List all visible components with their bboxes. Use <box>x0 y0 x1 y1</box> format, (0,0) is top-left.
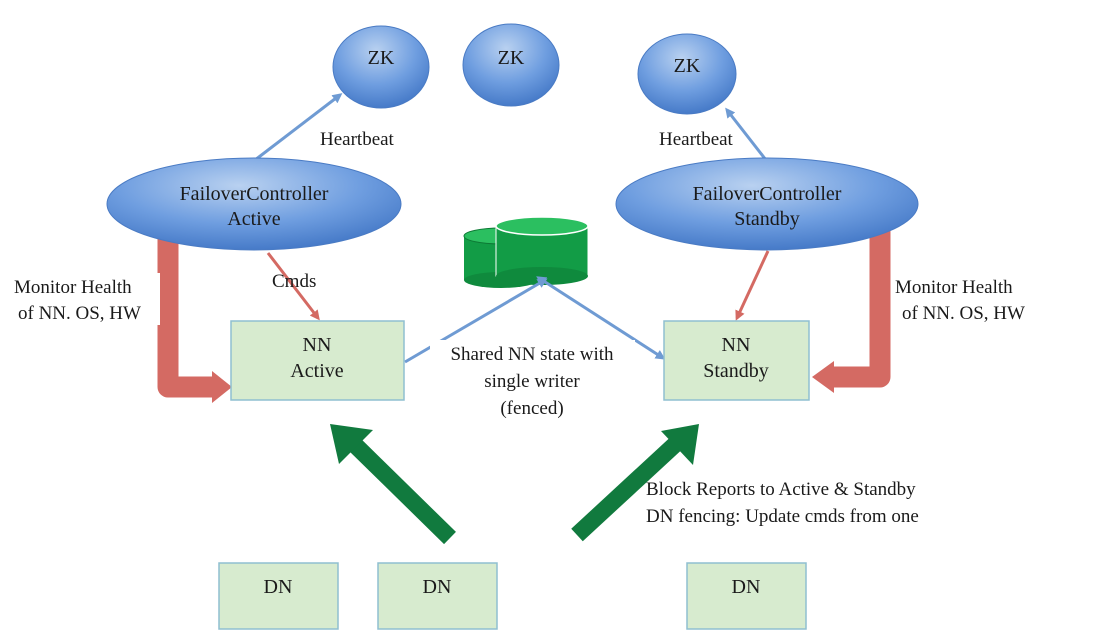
dn-box-2: DN <box>377 562 498 630</box>
dn-box-3: DN <box>686 562 807 630</box>
shared-state-line1: Shared NN state with <box>450 344 614 365</box>
monitor-health-label-right: Monitor Health of NN. OS, HW <box>895 277 1025 324</box>
monitor-health-right-line1: Monitor Health <box>895 277 1013 298</box>
dn-box-2-label: DN <box>423 576 452 598</box>
shared-state-arrow-active <box>404 278 548 364</box>
block-report-arrow-left <box>330 424 456 545</box>
cmds-arrow-standby <box>735 250 770 321</box>
monitor-health-arrowhead-right <box>812 361 834 393</box>
cmds-arrow-active <box>266 252 320 321</box>
zk-node-3-label: ZK <box>674 55 701 77</box>
failover-controller-active-line2: Active <box>227 208 280 230</box>
failover-controller-standby-line2: Standby <box>734 208 800 230</box>
cmds-label: Cmds <box>272 271 316 292</box>
nn-active-line2: Active <box>290 360 343 382</box>
nn-active-box: NN Active <box>230 320 405 401</box>
monitor-health-arrow-left <box>157 228 214 398</box>
monitor-health-arrowhead-left <box>212 371 232 403</box>
shared-state-arrow-standby <box>536 276 666 360</box>
monitor-health-left-line2: of NN. OS, HW <box>18 303 141 324</box>
failover-controller-active: FailoverController Active <box>106 157 402 251</box>
block-reports-line1: Block Reports to Active & Standby <box>646 479 916 500</box>
nn-standby-box: NN Standby <box>663 320 810 401</box>
zk-node-3: ZK <box>637 33 737 115</box>
failover-controller-standby-line1: FailoverController <box>693 183 842 205</box>
dn-box-3-label: DN <box>732 576 761 598</box>
monitor-health-right-line2: of NN. OS, HW <box>902 303 1025 324</box>
shared-state-label: Shared NN state with single writer (fenc… <box>430 340 635 419</box>
nn-standby-line2: Standby <box>703 360 769 382</box>
heartbeat-arrow-left <box>254 93 343 162</box>
dn-box-1: DN <box>218 562 339 630</box>
zk-node-2-label: ZK <box>498 47 525 69</box>
block-report-arrow-right <box>571 424 699 542</box>
zk-node-1-label: ZK <box>368 47 395 69</box>
failover-controller-standby: FailoverController Standby <box>615 157 919 251</box>
shared-storage-icon <box>463 216 589 288</box>
monitor-health-arrow-right <box>832 228 891 388</box>
dn-box-1-label: DN <box>264 576 293 598</box>
nn-active-line1: NN <box>303 334 332 356</box>
heartbeat-label-right: Heartbeat <box>659 129 734 150</box>
zk-node-1: ZK <box>332 25 430 109</box>
shared-state-line3: (fenced) <box>500 398 563 419</box>
heartbeat-label-left: Heartbeat <box>320 129 395 150</box>
block-reports-line2: DN fencing: Update cmds from one <box>646 506 919 527</box>
zk-node-2: ZK <box>462 23 560 107</box>
shared-state-line2: single writer <box>484 371 580 392</box>
heartbeat-arrow-right <box>725 107 768 161</box>
failover-controller-active-line1: FailoverController <box>180 183 329 205</box>
monitor-health-label-left: Monitor Health of NN. OS, HW <box>12 273 160 325</box>
nn-standby-line1: NN <box>722 334 751 356</box>
monitor-health-left-line1: Monitor Health <box>14 277 132 298</box>
